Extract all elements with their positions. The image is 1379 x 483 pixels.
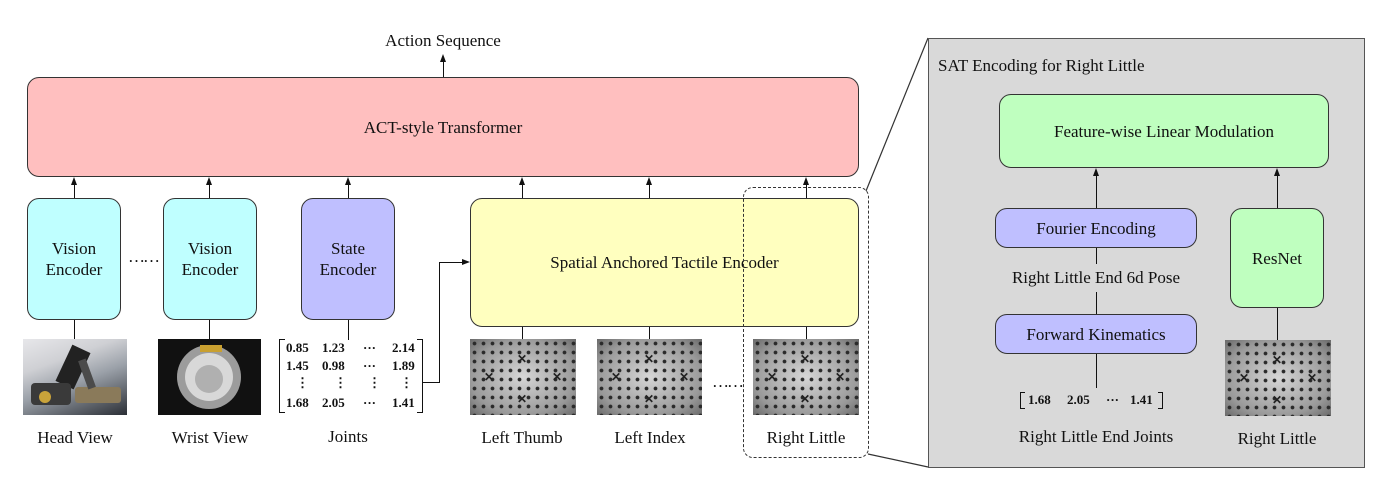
right-little-highlight	[743, 187, 869, 458]
matrix-r1c0: 1.45	[286, 358, 309, 373]
head-view-image	[23, 339, 127, 415]
arrowhead-vision1	[71, 177, 77, 185]
state-encoder-label: State Encoder	[319, 239, 377, 279]
vision-ellipsis: ……	[128, 247, 160, 266]
matrix-bracket-left	[279, 339, 285, 413]
output-arrow-head	[440, 54, 446, 62]
line-thumb-to-sat	[522, 327, 524, 339]
line-joints-to-fk	[1096, 354, 1098, 388]
action-sequence-label: Action Sequence	[385, 31, 501, 50]
film-label: Feature-wise Linear Modulation	[1054, 121, 1274, 141]
joints-to-sat-h2	[439, 262, 463, 264]
arrowhead-state	[345, 177, 351, 185]
wrist-view-image	[158, 339, 261, 415]
arrow-sat3-to-transformer	[806, 183, 808, 198]
vector-v2: ···	[1106, 392, 1120, 407]
forward-kinematics-box: Forward Kinematics	[995, 314, 1197, 354]
matrix-r1c1: 0.98	[322, 358, 345, 373]
fourier-encoding-box: Fourier Encoding	[995, 208, 1197, 248]
matrix-r1c2: ···	[363, 358, 377, 373]
vector-v1: 2.05	[1067, 392, 1090, 407]
matrix-r3c1: 2.05	[322, 395, 345, 410]
matrix-r3c2: ···	[363, 395, 377, 410]
zoom-connector	[865, 37, 929, 468]
line-image-to-resnet	[1277, 308, 1279, 340]
vision-encoder-head: Vision Encoder	[27, 198, 121, 320]
arrow-sat1-to-transformer	[522, 183, 524, 198]
film-box: Feature-wise Linear Modulation	[999, 94, 1329, 168]
vector-v3: 1.41	[1130, 392, 1153, 407]
arrowhead-vision2	[206, 177, 212, 185]
tactile-ellipsis: ……	[712, 372, 744, 391]
arrowhead-sat2	[646, 177, 652, 185]
line-wrist-to-encoder	[209, 320, 211, 339]
joints-label: Joints	[328, 427, 368, 446]
vision-encoder-head-label: Vision Encoder	[45, 239, 103, 279]
sat-panel-title: SAT Encoding for Right Little	[938, 56, 1145, 75]
act-transformer-label: ACT-style Transformer	[363, 117, 523, 137]
panel-right-little-label: Right Little	[1237, 429, 1317, 448]
left-index-tactile-image: ✕ ✕ ✕ ✕	[597, 339, 702, 415]
vector-v0: 1.68	[1028, 392, 1051, 407]
arrow-fourier-to-film	[1096, 174, 1098, 208]
vector-bracket-left	[1020, 392, 1025, 409]
robot-hand-icon	[31, 344, 121, 405]
matrix-r1c3: 1.89	[392, 358, 415, 373]
head-view-label: Head View	[37, 428, 113, 447]
matrix-r0c3: 2.14	[392, 340, 415, 355]
arrow-vision2-to-transformer	[209, 183, 211, 198]
joints-matrix: 0.85 1.23 ··· 2.14 1.45 0.98 ··· 1.89 ⋮ …	[279, 339, 423, 413]
state-encoder: State Encoder	[301, 198, 395, 320]
matrix-r3c0: 1.68	[286, 395, 309, 410]
wrist-view-label: Wrist View	[171, 428, 249, 447]
forward-kinematics-label: Forward Kinematics	[1026, 324, 1166, 344]
arrow-state-to-transformer	[348, 183, 350, 198]
resnet-box: ResNet	[1230, 208, 1324, 308]
matrix-r2c2: ⋮	[368, 375, 381, 390]
matrix-r0c2: ···	[363, 340, 377, 355]
right-little-tactile-image: ✕ ✕ ✕ ✕	[753, 339, 859, 415]
arrowhead-sat3	[803, 177, 809, 185]
left-thumb-label: Left Thumb	[481, 428, 563, 447]
line-joints-to-encoder	[348, 320, 350, 340]
matrix-r2c3: ⋮	[400, 375, 413, 390]
spatial-anchored-tactile-encoder: Spatial Anchored Tactile Encoder	[470, 198, 859, 327]
arrowhead-sat1	[519, 177, 525, 185]
right-little-label: Right Little	[766, 428, 846, 447]
matrix-r0c0: 0.85	[286, 340, 309, 355]
matrix-bracket-right	[417, 339, 423, 413]
arrow-resnet-to-film	[1277, 174, 1279, 208]
arrow-vision1-to-transformer	[74, 183, 76, 198]
line-pose-to-fourier	[1096, 248, 1098, 264]
vision-encoder-wrist: Vision Encoder	[163, 198, 257, 320]
joints-to-sat-head	[462, 259, 470, 265]
left-thumb-tactile-image: ✕ ✕ ✕ ✕	[470, 339, 576, 415]
joints-to-sat-v	[439, 262, 441, 383]
act-transformer-box: ACT-style Transformer	[27, 77, 859, 177]
matrix-r0c1: 1.23	[322, 340, 345, 355]
joints-to-sat-h1	[423, 382, 439, 384]
wrist-camera-icon	[177, 345, 241, 409]
end-pose-label: Right Little End 6d Pose	[1011, 268, 1181, 287]
matrix-r2c1: ⋮	[334, 375, 347, 390]
resnet-label: ResNet	[1251, 248, 1303, 268]
line-little-to-sat	[806, 327, 808, 339]
line-head-to-encoder	[74, 320, 76, 339]
line-index-to-sat	[649, 327, 651, 339]
output-arrow-line	[443, 60, 445, 77]
sat-encoder-label: Spatial Anchored Tactile Encoder	[550, 253, 779, 272]
panel-right-little-tactile-image: ✕ ✕ ✕ ✕	[1225, 340, 1331, 416]
end-joints-label: Right Little End Joints	[1018, 427, 1174, 446]
line-fk-to-pose	[1096, 292, 1098, 314]
fourier-encoding-label: Fourier Encoding	[1036, 218, 1156, 238]
arrowhead-resnet-to-film	[1274, 168, 1280, 176]
left-index-label: Left Index	[614, 428, 686, 447]
vector-bracket-right	[1158, 392, 1163, 409]
matrix-r3c3: 1.41	[392, 395, 415, 410]
arrowhead-fourier-to-film	[1093, 168, 1099, 176]
matrix-r2c0: ⋮	[296, 375, 309, 390]
arrow-sat2-to-transformer	[649, 183, 651, 198]
end-joints-vector: 1.68 2.05 ··· 1.41	[1020, 391, 1164, 409]
vision-encoder-wrist-label: Vision Encoder	[181, 239, 239, 279]
